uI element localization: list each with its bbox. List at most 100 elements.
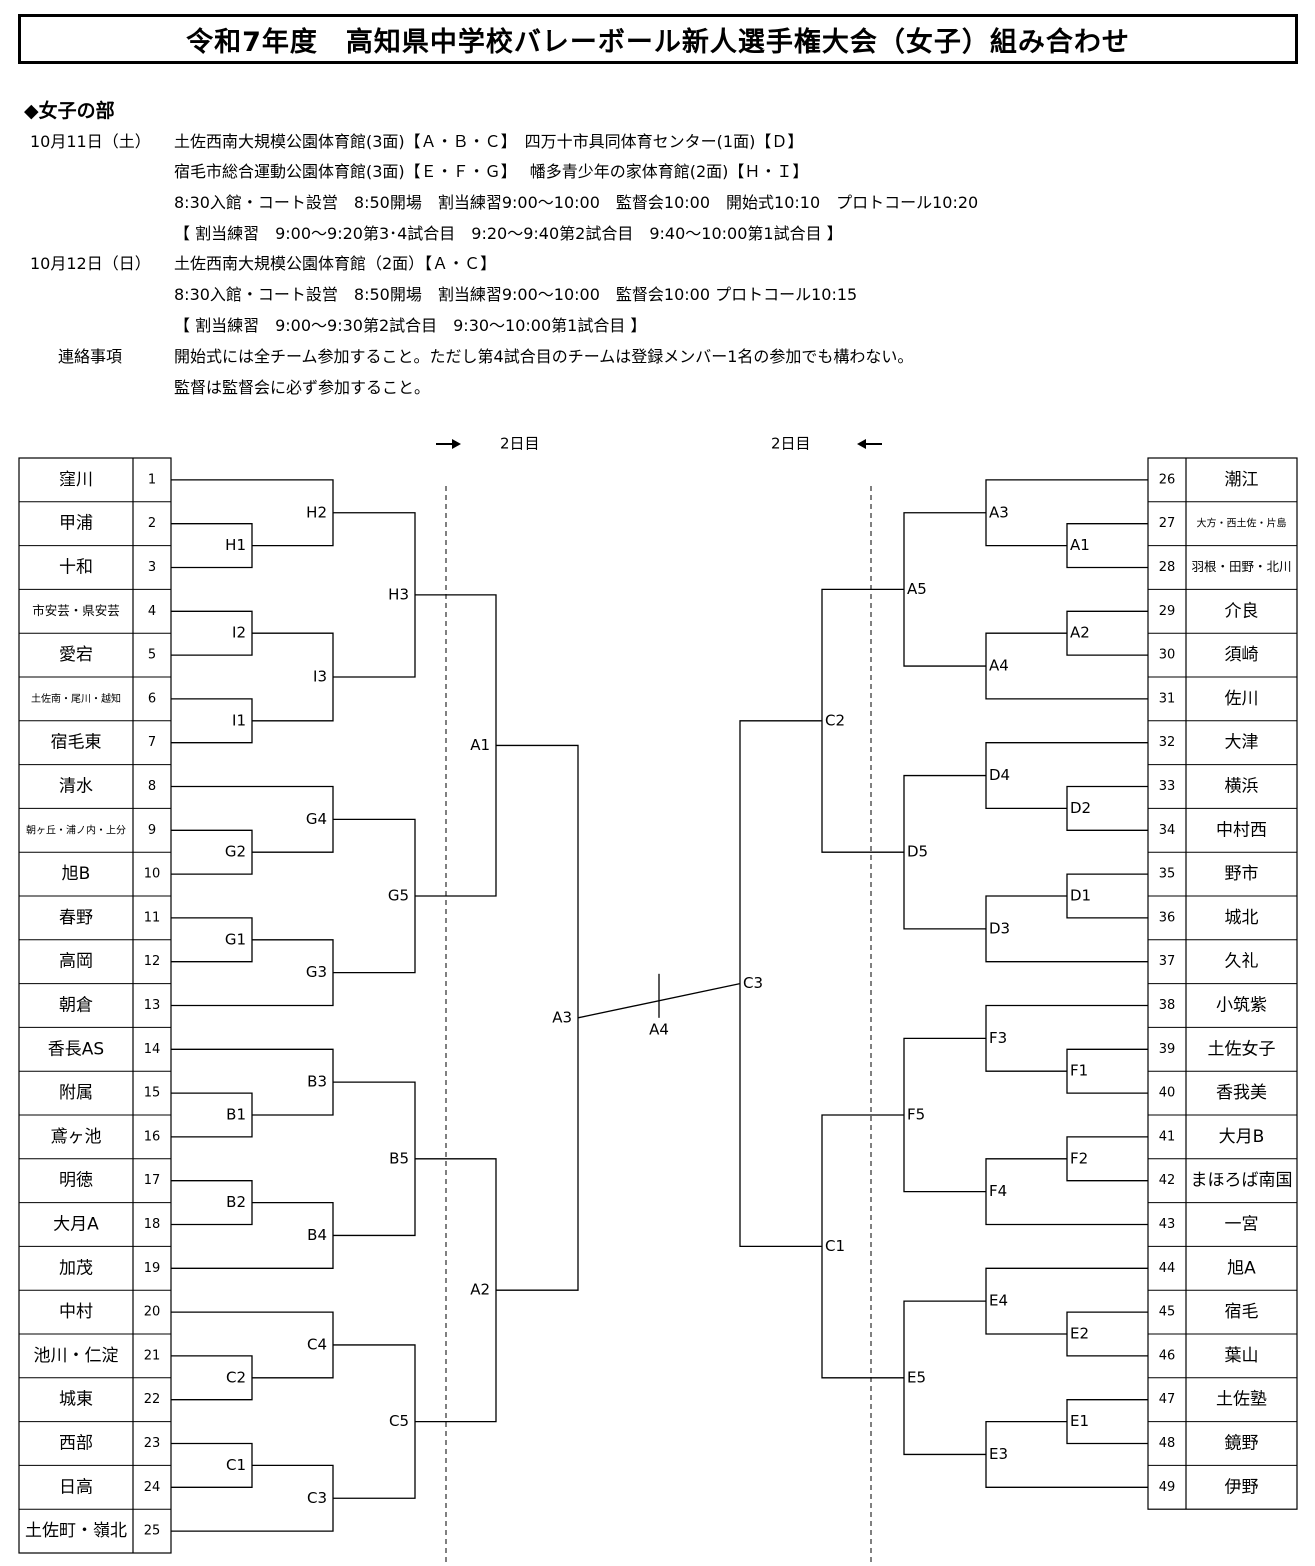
team-seed-number: 34: [1159, 823, 1176, 838]
team-seed-number: 30: [1159, 648, 1176, 663]
team-seed-number: 6: [148, 691, 156, 706]
team-seed-number: 5: [148, 648, 156, 663]
team-name: 大月B: [1219, 1127, 1265, 1147]
day2-label: 2日目: [500, 435, 540, 453]
team-name: 朝ヶ丘・浦ノ内・上分: [26, 823, 126, 836]
team-seed-number: 49: [1159, 1480, 1176, 1495]
team-name: 朝倉: [59, 996, 93, 1016]
match-label: B5: [389, 1149, 409, 1167]
team-name: 甲浦: [59, 514, 93, 534]
team-name: 附属: [59, 1083, 93, 1103]
team-seed-number: 40: [1159, 1086, 1176, 1101]
team-seed-number: 3: [148, 560, 156, 575]
team-name: 旭B: [62, 864, 91, 884]
team-name: 城北: [1225, 908, 1259, 928]
team-seed-number: 27: [1159, 516, 1176, 531]
team-seed-number: 29: [1159, 604, 1176, 619]
match-label: C1: [226, 1456, 246, 1474]
match-label: A4: [989, 657, 1009, 675]
team-name: 横浜: [1225, 777, 1259, 797]
match-label: C3: [307, 1489, 327, 1507]
team-seed-number: 24: [144, 1480, 161, 1495]
team-seed-number: 48: [1159, 1436, 1176, 1451]
arrow-right-icon: [452, 439, 461, 449]
match-label: F5: [907, 1106, 925, 1124]
team-name: 土佐塾: [1216, 1389, 1267, 1410]
team-name: 小筑紫: [1216, 996, 1267, 1016]
team-seed-number: 23: [144, 1436, 161, 1451]
team-name: 中村西: [1216, 820, 1267, 840]
team-seed-number: 26: [1159, 472, 1176, 487]
team-name: 土佐町・嶺北: [25, 1521, 127, 1541]
match-label: A1: [1070, 536, 1090, 554]
match-label: A3: [552, 1008, 572, 1026]
match-label: B3: [307, 1073, 327, 1091]
team-name: 日高: [59, 1477, 93, 1497]
page-title: 令和7年度 高知県中学校バレーボール新人選手権大会（女子）組み合わせ: [18, 14, 1298, 64]
schedule-label: 10月11日（土）: [30, 132, 151, 151]
schedule-label: 10月12日（日）: [30, 254, 151, 273]
team-seed-number: 37: [1159, 954, 1176, 969]
team-seed-number: 19: [144, 1261, 161, 1276]
match-label: A4: [649, 1020, 669, 1038]
team-seed-number: 46: [1159, 1348, 1176, 1363]
team-name: 佐川: [1225, 689, 1259, 709]
team-name: 明徳: [59, 1171, 93, 1191]
team-seed-number: 41: [1159, 1129, 1176, 1144]
match-label: D4: [989, 766, 1010, 784]
match-label: E5: [907, 1368, 926, 1386]
team-seed-number: 43: [1159, 1217, 1176, 1232]
team-name: 香長AS: [48, 1039, 104, 1059]
team-name: 伊野: [1225, 1477, 1259, 1497]
team-seed-number: 13: [144, 998, 161, 1013]
schedule-text: 【 割当練習 9:00～9:30第2試合目 9:30～10:00第1試合目 】: [174, 316, 647, 335]
team-seed-number: 11: [144, 910, 161, 925]
team-name: 一宮: [1225, 1215, 1259, 1235]
team-seed-number: 45: [1159, 1305, 1176, 1320]
team-name: 池川・仁淀: [34, 1346, 119, 1366]
match-label: E2: [1070, 1325, 1089, 1343]
team-seed-number: 32: [1159, 735, 1176, 750]
match-label: D3: [989, 919, 1010, 937]
match-label: F1: [1070, 1062, 1088, 1080]
team-seed-number: 10: [144, 867, 161, 882]
team-seed-number: 18: [144, 1217, 161, 1232]
match-label: I1: [232, 711, 246, 729]
match-label: A5: [907, 580, 927, 598]
match-label: I3: [313, 668, 327, 686]
match-label: E1: [1070, 1412, 1089, 1430]
match-label: H2: [306, 503, 327, 521]
team-seed-number: 2: [148, 516, 156, 531]
match-label: F3: [989, 1029, 1007, 1047]
team-name: 西部: [59, 1434, 93, 1454]
team-seed-number: 38: [1159, 998, 1176, 1013]
team-seed-number: 4: [148, 604, 156, 619]
team-name: 須崎: [1225, 645, 1259, 665]
team-seed-number: 39: [1159, 1042, 1176, 1057]
team-name: 土佐南・尾川・越知: [31, 692, 121, 705]
match-label: C2: [825, 711, 845, 729]
match-label: D5: [907, 843, 928, 861]
team-seed-number: 21: [144, 1348, 161, 1363]
match-label: C2: [226, 1368, 246, 1386]
match-label: G2: [225, 843, 246, 861]
team-name: 土佐女子: [1208, 1039, 1276, 1059]
team-seed-number: 28: [1159, 560, 1176, 575]
match-label: G3: [306, 963, 327, 981]
team-name: 高岡: [59, 952, 93, 972]
match-label: B1: [226, 1106, 246, 1124]
team-seed-number: 16: [144, 1129, 161, 1144]
match-label: A1: [470, 736, 490, 754]
team-name: 中村: [59, 1302, 93, 1322]
team-name: 加茂: [59, 1258, 93, 1278]
team-name: 清水: [59, 777, 93, 797]
team-name: 愛宕: [59, 645, 93, 665]
team-seed-number: 17: [144, 1173, 161, 1188]
match-label: G4: [306, 810, 327, 828]
notes-text: 監督は監督会に必ず参加すること。: [174, 378, 431, 397]
team-name: 羽根・田野・北川: [1191, 559, 1291, 574]
match-label: F2: [1070, 1149, 1088, 1167]
team-seed-number: 9: [148, 823, 156, 838]
team-name: 葉山: [1225, 1346, 1259, 1366]
